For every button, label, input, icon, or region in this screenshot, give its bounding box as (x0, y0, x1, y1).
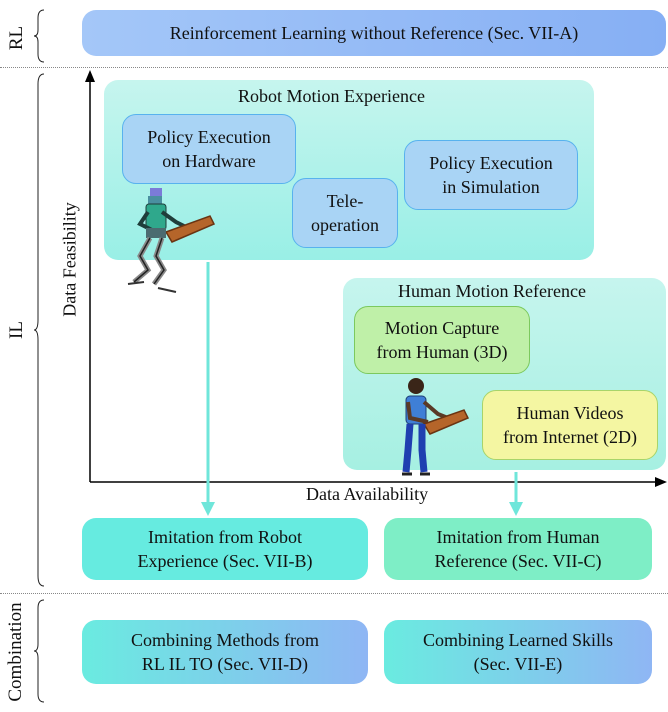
robot-group-title: Robot Motion Experience (238, 86, 425, 106)
section-label-combination: Combination (5, 602, 26, 702)
node-line: on Hardware (162, 151, 256, 171)
rl-method-label: Reinforcement Learning without Reference… (169, 23, 579, 43)
node-human-videos: Human Videos from Internet (2D) (482, 390, 658, 460)
brace-combination (34, 599, 45, 703)
output-robot-imitation: Imitation from Robot Experience (Sec. VI… (82, 518, 368, 580)
human-icon (402, 378, 470, 476)
node-policy-simulation: Policy Execution in Simulation (404, 140, 578, 210)
arrow-human-head (509, 502, 523, 516)
rl-method-bar: Reinforcement Learning without Reference… (82, 10, 666, 56)
node-line: from Human (3D) (376, 342, 508, 362)
combination-line: (Sec. VII-E) (473, 654, 563, 674)
divider-bottom (0, 593, 668, 594)
output-line: Imitation from Human (436, 527, 600, 547)
robot-icon (127, 188, 216, 293)
combination-line: Combining Learned Skills (423, 630, 613, 650)
combination-skills: Combining Learned Skills (Sec. VII-E) (384, 620, 652, 684)
node-line: Human Videos (516, 403, 624, 423)
output-line: Experience (Sec. VII-B) (137, 551, 313, 571)
node-line: operation (311, 215, 379, 235)
node-line: Policy Execution (147, 127, 271, 147)
combination-line: RL IL TO (Sec. VII-D) (141, 654, 309, 674)
human-group-title: Human Motion Reference (398, 281, 586, 301)
node-motion-capture: Motion Capture from Human (3D) (354, 306, 530, 374)
x-axis-label: Data Availability (306, 484, 429, 504)
output-line: Imitation from Robot (148, 527, 302, 547)
arrows (201, 262, 523, 516)
output-line: Reference (Sec. VII-C) (434, 551, 602, 571)
node-policy-hardware: Policy Execution on Hardware (122, 114, 296, 184)
output-human-imitation: Imitation from Human Reference (Sec. VII… (384, 518, 652, 580)
arrow-robot-head (201, 502, 215, 516)
node-line: from Internet (2D) (503, 427, 637, 447)
brace-il (34, 73, 45, 587)
node-teleoperation: Tele- operation (292, 178, 398, 248)
divider-top (0, 67, 668, 68)
combination-line: Combining Methods from (131, 630, 319, 650)
brace-rl (34, 9, 45, 63)
node-line: Tele- (326, 191, 364, 211)
node-line: Motion Capture (384, 318, 500, 338)
node-line: Policy Execution (429, 153, 553, 173)
node-line: in Simulation (442, 177, 540, 197)
axes (85, 70, 667, 487)
combination-methods: Combining Methods from RL IL TO (Sec. VI… (82, 620, 368, 684)
